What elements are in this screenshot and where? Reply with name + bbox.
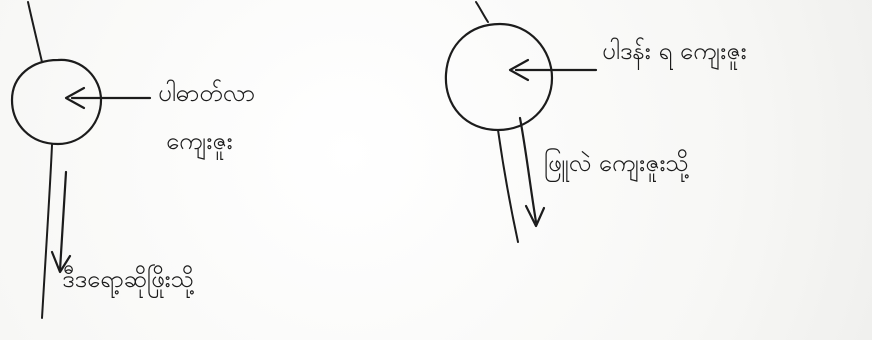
left-left-arrow-head <box>64 86 86 110</box>
left-diagram <box>10 1 152 319</box>
left-down-arrow-shaft <box>58 170 68 272</box>
left-bottom-line <box>41 144 53 319</box>
left-down-arrow-head <box>50 250 72 274</box>
left-top-string <box>27 1 43 63</box>
right-down-arrow-head <box>524 204 546 228</box>
right-down-arrow-shaft <box>518 116 538 224</box>
left-circle <box>10 58 103 146</box>
right-top-string <box>475 1 489 23</box>
left-arrow-label: ပါဓာတ်လာ <box>158 79 255 107</box>
left-arrow-label-line2: ကျေးဇူး <box>166 127 233 155</box>
right-bottom-line <box>497 129 519 243</box>
right-left-arrow-head <box>508 58 530 82</box>
right-side-label: ဖြူလဲ ကျေးဇူးသို့ <box>544 149 689 177</box>
right-diagram <box>444 1 598 243</box>
left-bottom-label: ဒီဒရော့ဆိုဖြိုးသို့ <box>62 265 194 293</box>
right-arrow-label: ပါဒန်း ရ ကျေးဇူး <box>602 37 747 65</box>
right-circle <box>444 22 554 132</box>
